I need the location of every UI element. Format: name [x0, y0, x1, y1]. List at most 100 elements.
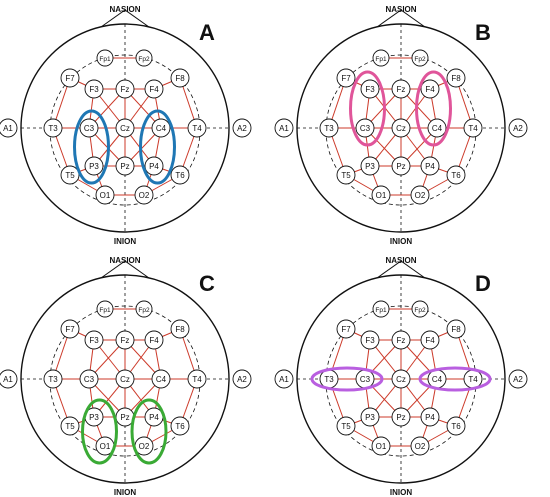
ear-reference-a1: [274, 118, 294, 138]
electrode-o2: [410, 185, 430, 205]
electrode-f4: [144, 79, 164, 99]
electrode-fp2: [411, 49, 429, 67]
electrode-label-t6: T6: [451, 171, 461, 180]
electrode-c4: [427, 118, 447, 138]
electrode-o1: [95, 185, 115, 205]
nasion-label: NASION: [385, 256, 416, 265]
ear-label-a2: A2: [237, 375, 247, 384]
electrode-label-cz: Cz: [396, 375, 406, 384]
electrode-label-f8: F8: [175, 74, 185, 83]
electrode-label-t6: T6: [175, 422, 185, 431]
electrode-label-p4: P4: [149, 162, 159, 171]
electrode-label-f8: F8: [451, 74, 461, 83]
electrode-label-t4: T4: [192, 124, 202, 133]
highlight-c4-p4: [139, 109, 176, 185]
panel-letter-c: C: [199, 271, 215, 296]
electrode-label-f3: F3: [89, 85, 99, 94]
electrode-c3: [355, 118, 375, 138]
electrode-label-f8: F8: [451, 325, 461, 334]
electrode-t5: [336, 165, 356, 185]
head-outline: [20, 274, 230, 484]
ear-label-a2: A2: [513, 124, 523, 133]
electrode-t3: [319, 118, 339, 138]
electrode-label-fz: Fz: [121, 336, 130, 345]
electrode-label-c3: C3: [84, 375, 95, 384]
electrode-label-fp2: Fp2: [138, 307, 150, 314]
electrode-fp2: [411, 300, 429, 318]
electrode-t3: [43, 369, 63, 389]
electrode-t4: [187, 369, 207, 389]
panel-letter-b: B: [475, 20, 491, 45]
electrode-cz: [115, 118, 135, 138]
electrode-label-t4: T4: [192, 375, 202, 384]
electrode-fp1: [96, 49, 114, 67]
panel-letter-a: A: [199, 20, 215, 45]
electrode-o2: [410, 436, 430, 456]
electrode-f3: [360, 79, 380, 99]
electrode-label-o1: O1: [376, 191, 387, 200]
panel-letter-d: D: [475, 271, 491, 296]
electrode-label-c3: C3: [360, 375, 371, 384]
electrode-label-t6: T6: [451, 422, 461, 431]
electrode-fz: [115, 330, 135, 350]
inion-label: INION: [390, 237, 412, 246]
electrode-o2: [134, 185, 154, 205]
electrode-label-p4: P4: [425, 162, 435, 171]
electrode-t5: [60, 416, 80, 436]
electrode-f4: [420, 330, 440, 350]
electrode-fp2: [135, 300, 153, 318]
electrode-label-t3: T3: [324, 375, 334, 384]
electrode-label-fp2: Fp2: [414, 56, 426, 63]
electrode-p3: [360, 156, 380, 176]
electrode-label-fp1: Fp1: [375, 56, 387, 63]
highlight-p4-o2: [130, 398, 168, 465]
electrode-t5: [336, 416, 356, 436]
electrode-label-f8: F8: [175, 325, 185, 334]
electrode-label-t5: T5: [341, 171, 351, 180]
electrode-c3: [79, 369, 99, 389]
highlight-p3-o1: [81, 398, 118, 465]
electrode-f8: [170, 68, 190, 88]
electrode-f3: [84, 330, 104, 350]
highlight-f3-c3: [349, 70, 386, 147]
electrode-label-o2: O2: [139, 191, 150, 200]
electrode-p3: [360, 407, 380, 427]
electrode-fp1: [372, 300, 390, 318]
electrode-label-fp2: Fp2: [414, 307, 426, 314]
electrode-label-pz: Pz: [120, 162, 129, 171]
electrode-label-pz: Pz: [396, 162, 405, 171]
electrode-o1: [371, 185, 391, 205]
electrode-p4: [144, 156, 164, 176]
electrode-label-p3: P3: [89, 413, 99, 422]
electrode-label-fp1: Fp1: [375, 307, 387, 314]
electrode-fz: [391, 79, 411, 99]
head-outline: [296, 23, 506, 233]
electrode-c3: [79, 118, 99, 138]
electrode-label-t4: T4: [468, 375, 478, 384]
electrode-label-o1: O1: [100, 191, 111, 200]
electrode-f3: [84, 79, 104, 99]
electrode-fp1: [372, 49, 390, 67]
electrode-c4: [151, 118, 171, 138]
electrode-label-f7: F7: [341, 74, 351, 83]
nose-marker: [100, 260, 150, 279]
ear-label-a1: A1: [279, 375, 289, 384]
ear-label-a1: A1: [3, 375, 13, 384]
electrode-fp2: [135, 49, 153, 67]
nasion-label: NASION: [385, 5, 416, 14]
electrode-label-f4: F4: [425, 85, 435, 94]
electrode-t3: [43, 118, 63, 138]
electrode-f7: [60, 68, 80, 88]
ear-reference-a1: [274, 369, 294, 389]
electrode-label-p3: P3: [365, 413, 375, 422]
electrode-label-cz: Cz: [120, 124, 130, 133]
electrode-label-fz: Fz: [121, 85, 130, 94]
electrode-label-p3: P3: [89, 162, 99, 171]
nose-marker: [376, 260, 426, 279]
electrode-label-t3: T3: [48, 124, 58, 133]
electrode-p4: [420, 156, 440, 176]
electrode-t6: [170, 416, 190, 436]
electrode-cz: [391, 118, 411, 138]
